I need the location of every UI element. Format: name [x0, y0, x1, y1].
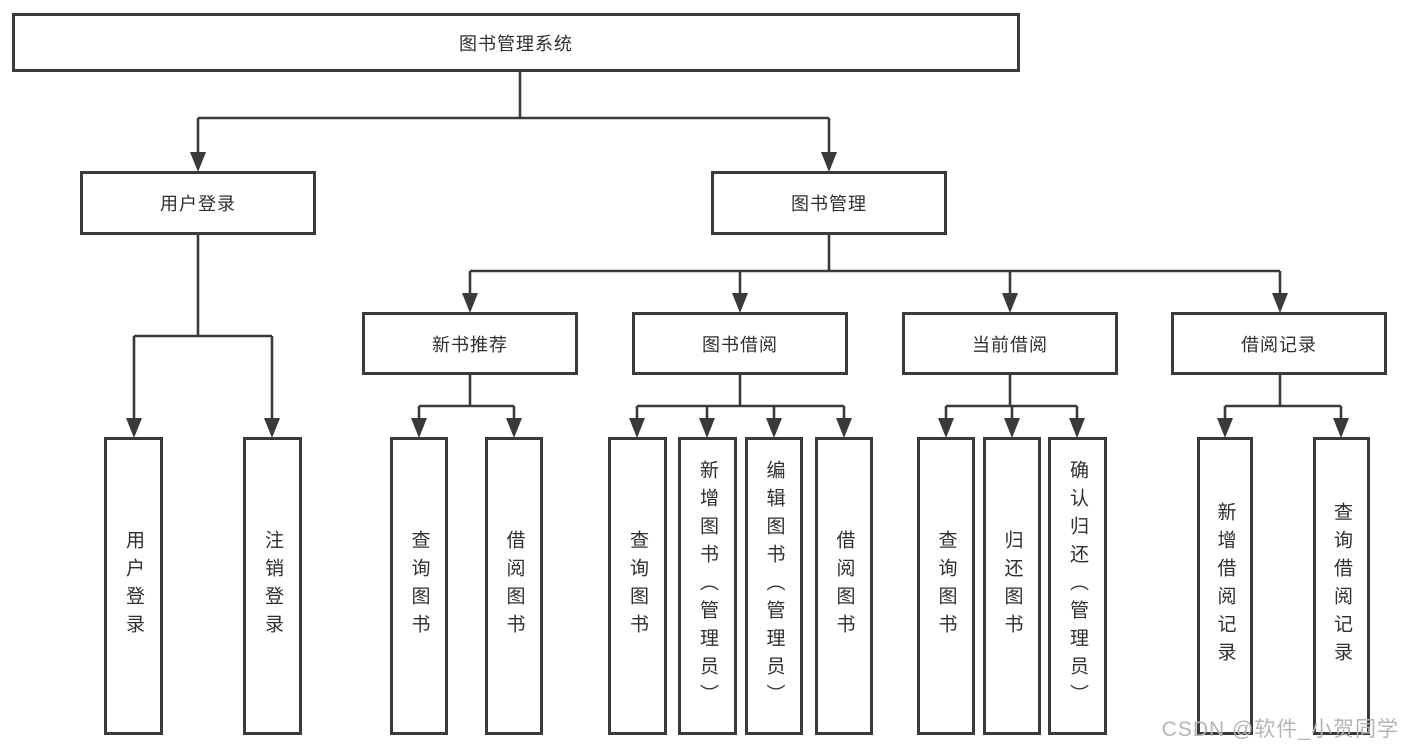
leaf-confirm-return-admin-label: 确认归还（管理员） — [1067, 460, 1088, 712]
node-user-login: 用户登录 — [80, 171, 316, 235]
leaf-borrow-books-recommend: 借阅图书 — [485, 437, 543, 735]
node-borrow-records: 借阅记录 — [1171, 312, 1387, 375]
leaf-logout: 注销登录 — [243, 437, 302, 735]
node-book-borrow: 图书借阅 — [632, 312, 848, 375]
leaf-query-books-recommend: 查询图书 — [390, 437, 448, 735]
leaf-return-books-label: 归还图书 — [1001, 530, 1023, 642]
leaf-add-borrow-record-label: 新增借阅记录 — [1214, 502, 1236, 670]
node-book-management: 图书管理 — [711, 171, 947, 235]
leaf-add-books-admin-label: 新增图书（管理员） — [697, 460, 718, 712]
leaf-query-books-borrow-label: 查询图书 — [627, 530, 648, 642]
leaf-edit-books-admin: 编辑图书（管理员） — [745, 437, 803, 735]
node-new-book-recommend: 新书推荐 — [362, 312, 578, 375]
leaf-confirm-return-admin: 确认归还（管理员） — [1048, 437, 1107, 735]
leaf-user-login-label: 用户登录 — [123, 530, 144, 642]
leaf-return-books: 归还图书 — [983, 437, 1041, 735]
leaf-borrow-books: 借阅图书 — [815, 437, 873, 735]
leaf-edit-books-admin-label: 编辑图书（管理员） — [763, 460, 785, 712]
leaf-borrow-books-label: 借阅图书 — [833, 530, 855, 642]
leaf-user-login: 用户登录 — [104, 437, 163, 735]
leaf-query-books-borrow: 查询图书 — [608, 437, 667, 735]
leaf-borrow-books-recommend-label: 借阅图书 — [503, 530, 525, 642]
node-library-management-system: 图书管理系统 — [12, 13, 1020, 72]
leaf-query-books-recommend-label: 查询图书 — [408, 530, 430, 642]
leaf-add-borrow-record: 新增借阅记录 — [1197, 437, 1253, 735]
leaf-query-books-current-label: 查询图书 — [935, 530, 957, 642]
leaf-add-books-admin: 新增图书（管理员） — [678, 437, 737, 735]
leaf-query-books-current: 查询图书 — [917, 437, 975, 735]
leaf-query-borrow-record-label: 查询借阅记录 — [1331, 502, 1352, 670]
node-current-borrow: 当前借阅 — [902, 312, 1118, 375]
leaf-query-borrow-record: 查询借阅记录 — [1313, 437, 1370, 735]
leaf-logout-label: 注销登录 — [262, 530, 283, 642]
